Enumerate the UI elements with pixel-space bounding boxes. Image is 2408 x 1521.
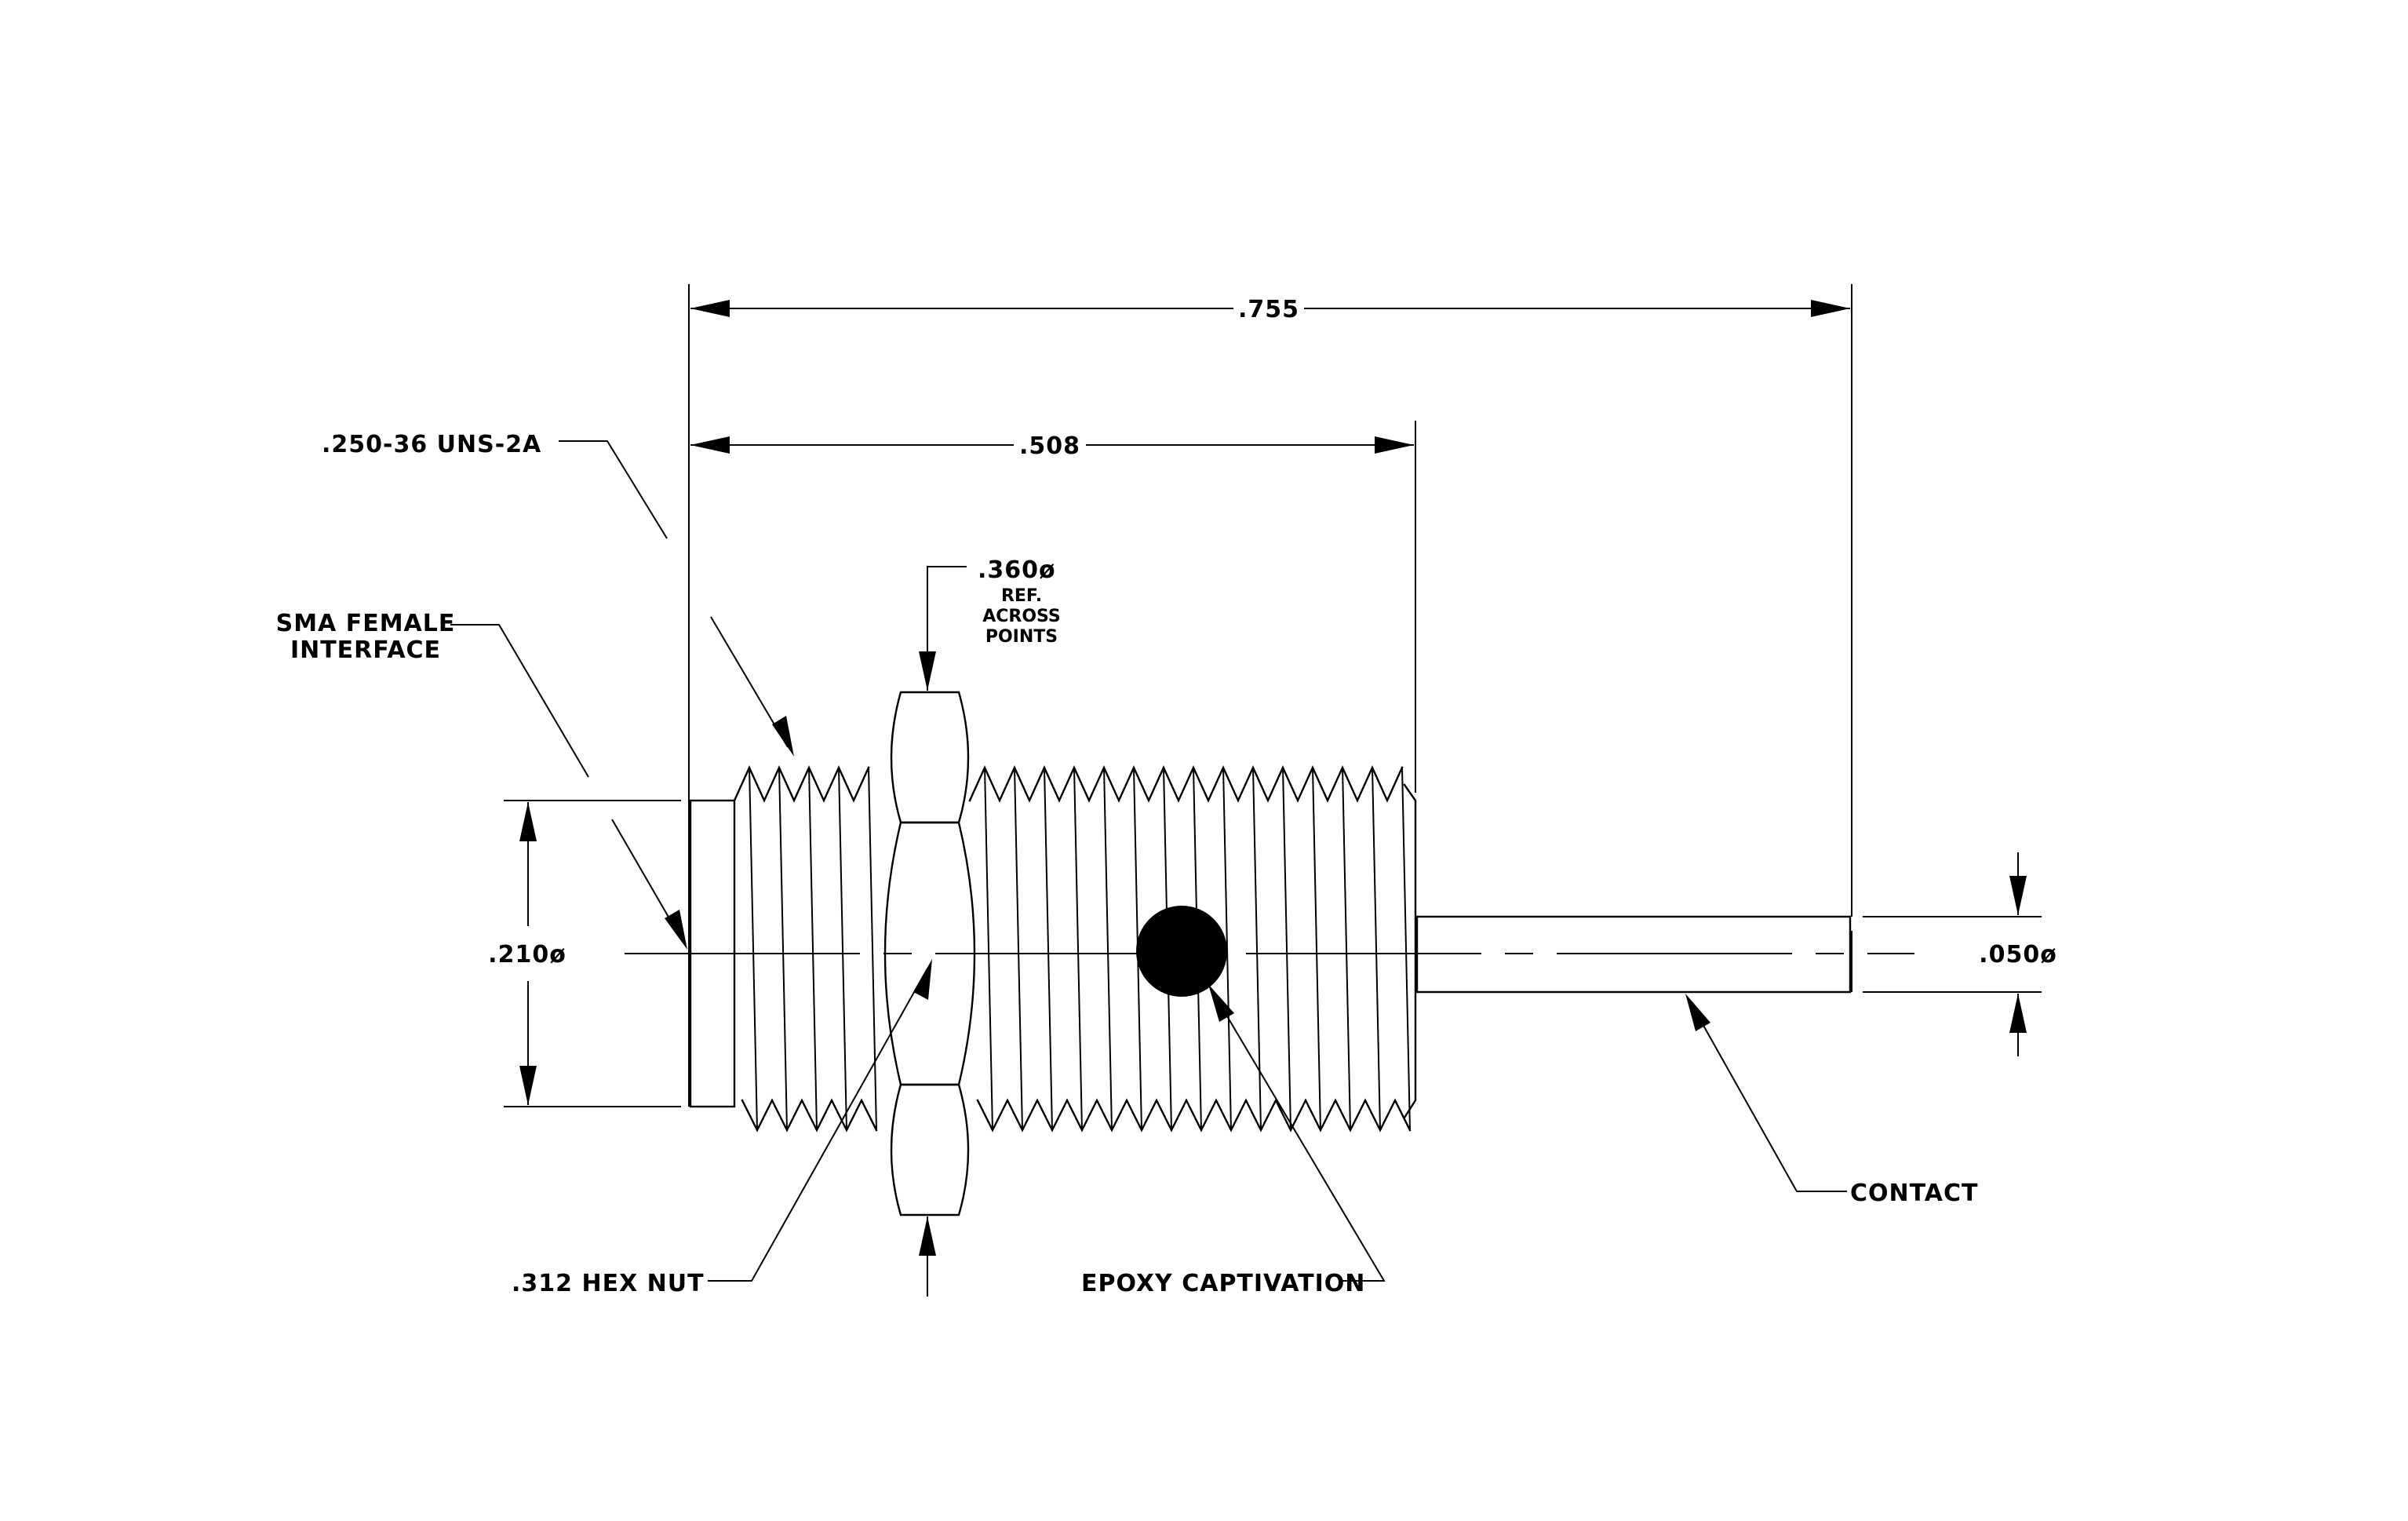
thread-flank [1103,767,1113,1131]
thread-flank [1073,767,1083,1131]
thread-flank [1342,767,1351,1131]
thread-flank [1282,767,1291,1131]
thread-length-label: .508 [1019,432,1080,460]
thread-flank [749,767,758,1131]
thread-flank [778,767,788,1131]
thread-flank [1222,767,1232,1131]
contact-label: CONTACT [1850,1180,1978,1207]
contact-diameter-label: .050ø [1979,941,2057,968]
extension-lines [504,284,2042,1107]
thread-flank [984,767,993,1131]
epoxy-dot [1136,906,1227,997]
interface-callout: SMA FEMALE INTERFACE [276,610,687,950]
overall-length-dimension: .755 [690,296,1850,323]
epoxy-label: EPOXY CAPTIVATION [1081,1270,1365,1297]
hex-across-points-callout: .360ø REF. ACROSS POINTS [919,556,1061,1297]
interface-label-line-1: SMA FEMALE [276,610,456,637]
thread-spec-label: .250-36 UNS-2A [322,431,541,458]
hex-nut [883,691,976,1216]
thread-end-chamfer [1403,783,1417,1119]
thread-flank [808,767,818,1131]
thread-flank [1312,767,1321,1131]
overall-length-label: .755 [1238,296,1299,323]
thread-flank [1014,767,1023,1131]
hex-nut-callout: .312 HEX NUT [512,959,932,1297]
hex-across-note: ACROSS [982,607,1061,626]
contact-diameter-dimension: .050ø [1979,852,2057,1056]
thread-flank [1401,767,1411,1131]
thread-crest-bottom [976,1098,1412,1133]
interface-label-line-2: INTERFACE [290,636,441,664]
hex-points-note: POINTS [985,627,1058,647]
thread-flank [1044,767,1053,1131]
hex-ref-note: REF. [1001,586,1042,606]
body-diameter-label: .210ø [488,941,566,968]
thread-crest-top [968,765,1404,803]
thread-length-dimension: .508 [690,432,1414,460]
thread-flank [1372,767,1381,1131]
thread-crest-top [733,765,870,803]
hex-nut-label: .312 HEX NUT [512,1270,705,1297]
thread-spec-callout: .250-36 UNS-2A [322,431,794,757]
threaded-body [733,765,1417,1133]
thread-flank [868,767,877,1131]
body-diameter-dimension: .210ø [488,802,566,1105]
thread-crest-bottom [741,1098,878,1133]
hex-across-points-label: .360ø [978,556,1056,584]
contact-callout: CONTACT [1685,994,1978,1207]
epoxy-callout: EPOXY CAPTIVATION [1081,984,1386,1297]
thread-flank [1252,767,1262,1131]
thread-flank [838,767,847,1131]
